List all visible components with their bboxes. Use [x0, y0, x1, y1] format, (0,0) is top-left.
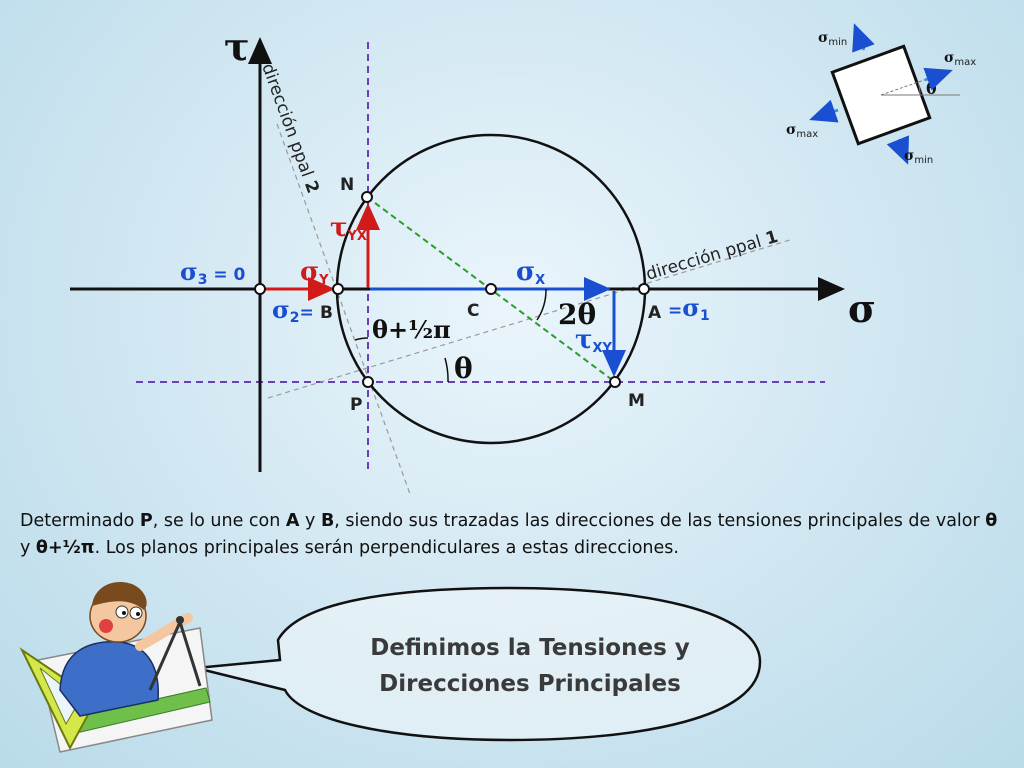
- eye-left: [115, 605, 129, 619]
- label-C: C: [467, 301, 479, 321]
- pupil-left: [122, 611, 126, 615]
- point-B: [332, 283, 344, 295]
- compass-hinge: [176, 616, 184, 624]
- element-angle-arc: [917, 81, 921, 96]
- smax-left-arrow: [809, 99, 839, 123]
- sigma-axis-label: σ: [848, 286, 876, 331]
- angle-theta-arc: [444, 357, 449, 383]
- label-A: A: [648, 303, 662, 323]
- sigma2-label: σ2=: [272, 295, 314, 326]
- sigma-y-label: σY: [300, 257, 329, 288]
- smax-left-label: σmax: [786, 122, 818, 140]
- tau-axis-label: τ: [224, 24, 250, 69]
- cheek: [99, 619, 113, 633]
- label-M: M: [628, 391, 645, 411]
- sigma1-label: =σ1: [668, 293, 710, 324]
- label-B: B: [320, 303, 333, 323]
- bubble-text: Definimos la Tensiones y Direcciones Pri…: [300, 630, 760, 702]
- element-rotated-line: [880, 77, 931, 96]
- sigma-x-label: σX: [516, 257, 545, 288]
- arm: [135, 613, 193, 651]
- point-P: [362, 376, 374, 388]
- smin-top-label: σmin: [818, 30, 847, 48]
- stress-element: θ σmin σmax σmax σmin: [786, 23, 976, 166]
- angle-2theta-arc: [536, 288, 547, 321]
- hair: [92, 582, 147, 610]
- smin-top-arrow: [852, 23, 875, 53]
- bubble-line-2: Direcciones Principales: [379, 671, 681, 697]
- draftsman-illustration: [19, 582, 213, 753]
- point-A: [638, 283, 650, 295]
- direction-1-label: dirección ppal 1: [644, 227, 781, 285]
- label-N: N: [340, 175, 354, 195]
- point-N: [361, 191, 373, 203]
- eye-right: [129, 606, 143, 620]
- caption-text: Determinado P, se lo une con A y B, sien…: [20, 511, 998, 558]
- point-M: [609, 376, 621, 388]
- smin-bottom-arrow: [886, 135, 910, 165]
- theta-label: θ: [454, 352, 473, 385]
- compass-leg-1: [148, 621, 182, 691]
- point-origin: [254, 283, 266, 295]
- bubble-line-1: Definimos la Tensiones y: [370, 635, 690, 661]
- smin-bottom-label: σmin: [904, 148, 933, 166]
- tau-xy-label: τXY: [575, 325, 613, 356]
- direction-2-label: dirección ppal 2: [257, 61, 323, 196]
- smax-right-arrow: [923, 67, 953, 91]
- pupil-right: [136, 612, 140, 616]
- sigma3-label: σ3 = 0: [180, 257, 246, 288]
- two-theta-label: 2θ: [558, 298, 596, 331]
- tau-yx-label: τYX: [330, 213, 367, 244]
- principal-direction-2-line: [276, 123, 411, 495]
- element-theta-label: θ: [926, 79, 937, 98]
- label-P: P: [350, 395, 362, 415]
- smax-right-label: σmax: [944, 50, 976, 68]
- angle-theta-half-pi-arc: [354, 337, 369, 341]
- theta-half-pi-label: θ+½π: [372, 315, 451, 344]
- speech-bubble: [195, 586, 762, 742]
- point-C: [485, 283, 497, 295]
- compass-leg-2: [178, 621, 202, 687]
